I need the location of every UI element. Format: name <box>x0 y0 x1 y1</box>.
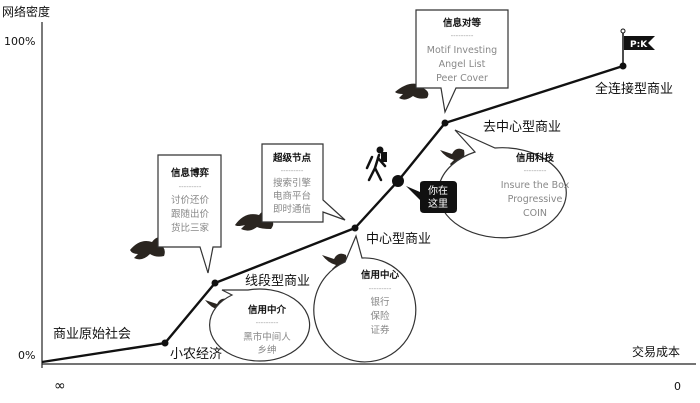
svg-text:即时通信: 即时通信 <box>273 203 311 215</box>
callout-super-node: 超级节点 --------- 搜索引擎 电商平台 即时通信 <box>261 143 346 223</box>
svg-text:搜索引擎: 搜索引擎 <box>273 177 312 189</box>
svg-text:黑市中间人: 黑市中间人 <box>243 331 291 343</box>
svg-text:---------: --------- <box>369 285 392 293</box>
svg-text:信息对等: 信息对等 <box>443 17 482 29</box>
svg-text:---------: --------- <box>281 167 304 175</box>
callout-credit-tech: 信用科技 --------- Insure the Box Progressiv… <box>437 129 570 239</box>
stage-dot <box>351 224 359 232</box>
stage-label: 小农经济 <box>170 347 222 362</box>
current-position-dot <box>392 175 404 187</box>
svg-text:超级节点: 超级节点 <box>272 152 312 164</box>
stage-label: 全连接型商业 <box>595 81 673 97</box>
stage-label: 线段型商业 <box>245 274 310 289</box>
svg-text:乡绅: 乡绅 <box>257 344 276 356</box>
callout-info-equal: 信息对等 --------- Motif Investing Angel Lis… <box>415 9 509 115</box>
svg-text:这里: 这里 <box>428 197 448 210</box>
svg-text:跟随出价: 跟随出价 <box>171 208 210 220</box>
svg-text:---------: --------- <box>451 32 474 40</box>
svg-text:信用中介: 信用中介 <box>248 304 287 316</box>
you-are-here-badge: 你在 这里 <box>406 181 457 213</box>
svg-text:电商平台: 电商平台 <box>273 190 311 202</box>
finish-flag-icon: P:K <box>620 28 655 66</box>
svg-text:保险: 保险 <box>370 310 390 322</box>
y-max-label: 100% <box>4 35 35 48</box>
x-end-label: 0 <box>674 380 681 393</box>
y-min-label: 0% <box>18 349 35 362</box>
svg-text:Progressive: Progressive <box>508 194 563 205</box>
stage-label: 商业原始社会 <box>53 326 131 342</box>
svg-text:---------: --------- <box>256 319 279 327</box>
y-axis-label: 网络密度 <box>2 4 50 19</box>
callout-credit-center: 信用中心 --------- 银行 保险 证券 <box>313 234 417 363</box>
svg-text:货比三家: 货比三家 <box>171 222 210 234</box>
svg-text:证券: 证券 <box>370 324 390 336</box>
stage-dot <box>441 119 449 127</box>
svg-text:---------: --------- <box>524 167 547 175</box>
dragon-icon <box>130 237 165 260</box>
callout-info-game: 信息博弈 --------- 讨价还价 跟随出价 货比三家 <box>157 154 222 274</box>
svg-text:---------: --------- <box>179 183 202 191</box>
stage-dot <box>211 279 219 287</box>
svg-text:信用中心: 信用中心 <box>361 269 400 281</box>
svg-text:讨价还价: 讨价还价 <box>171 194 210 206</box>
svg-text:Peer Cover: Peer Cover <box>436 73 488 84</box>
svg-text:COIN: COIN <box>523 208 547 219</box>
x-start-label: ∞ <box>54 378 66 394</box>
svg-text:你在: 你在 <box>428 184 448 197</box>
hiker-icon <box>365 146 387 182</box>
svg-text:P:K: P:K <box>630 40 648 50</box>
svg-text:信用科技: 信用科技 <box>516 152 555 164</box>
svg-text:Insure the Box: Insure the Box <box>501 180 570 191</box>
callout-credit-broker: 信用中介 --------- 黑市中间人 乡绅 <box>209 288 311 362</box>
svg-text:Motif Investing: Motif Investing <box>427 45 497 56</box>
svg-text:信息博弈: 信息博弈 <box>171 167 210 179</box>
stage-label: 中心型商业 <box>366 232 431 247</box>
svg-text:银行: 银行 <box>370 296 390 308</box>
svg-text:Angel List: Angel List <box>439 59 486 70</box>
x-axis-label: 交易成本 <box>632 344 680 359</box>
stage-label: 去中心型商业 <box>483 120 561 135</box>
stage-dot <box>161 339 169 347</box>
